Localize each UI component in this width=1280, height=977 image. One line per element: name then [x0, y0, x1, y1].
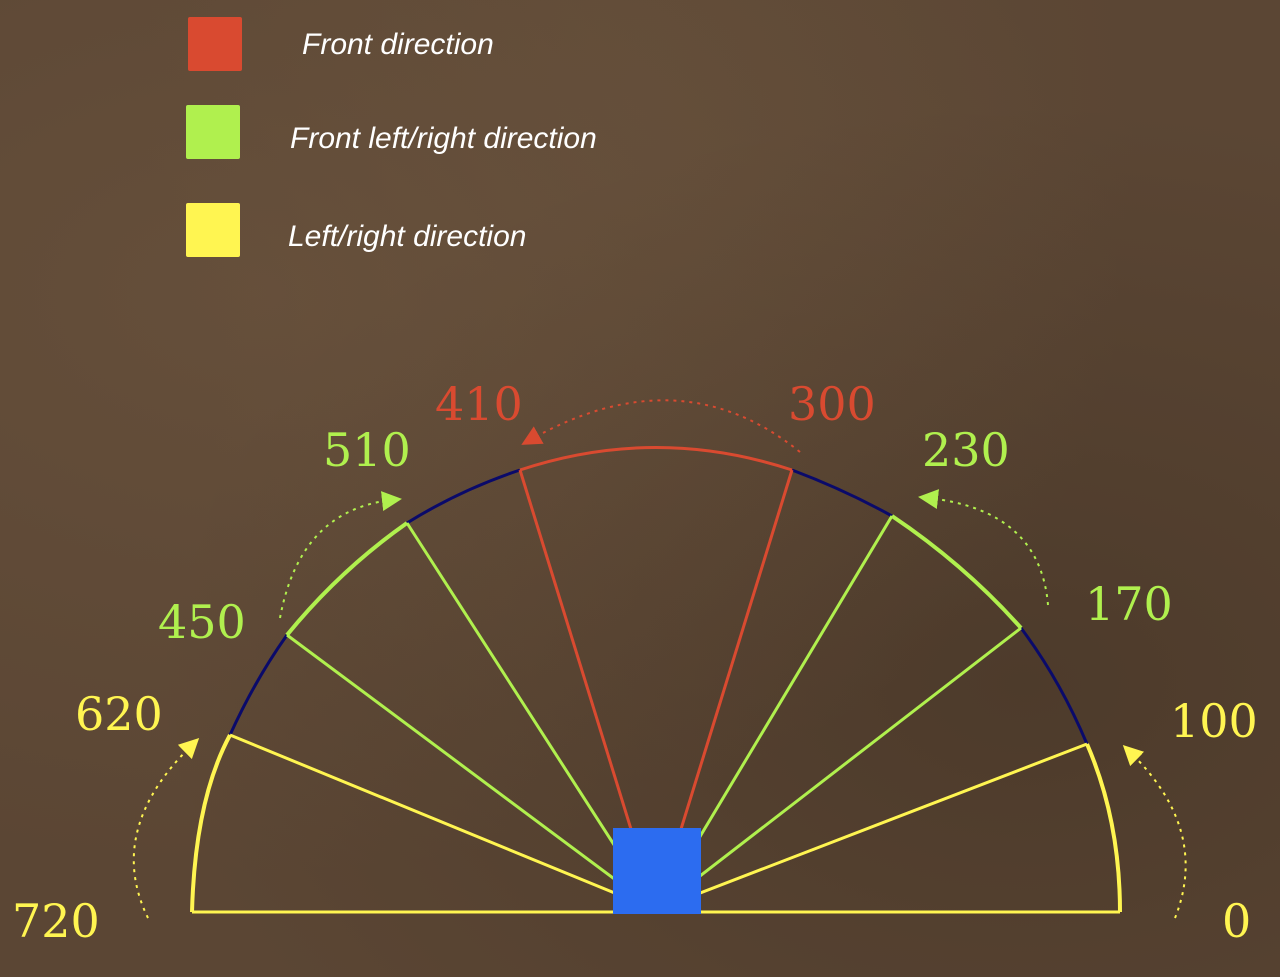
legend-label-side: Left/right direction [288, 220, 527, 253]
tick-label-230: 230 [922, 423, 1010, 477]
arc-front [519, 446, 793, 472]
legend-swatch-front-side [186, 105, 240, 159]
arrow-green-left [279, 491, 402, 619]
arc-front-side-left [285, 521, 409, 637]
tick-label-620: 620 [75, 687, 163, 741]
arc-front-side-right [890, 514, 1023, 630]
arc-gap-right-lower [1019, 627, 1089, 745]
tick-label-100: 100 [1170, 694, 1258, 748]
robot-square [613, 828, 701, 914]
legend-swatch-side [186, 203, 240, 257]
arrow-front [521, 399, 801, 453]
ray-side-left [229, 733, 657, 912]
tick-label-410: 410 [435, 377, 523, 431]
ray-front-side-right-lower [655, 626, 1022, 912]
tick-label-170: 170 [1085, 577, 1173, 631]
legend-label-front-side: Front left/right direction [290, 122, 597, 155]
arc-gap-right-upper [791, 468, 893, 518]
arrow-yellow-left [132, 738, 200, 919]
legend-label-front: Front direction [302, 28, 494, 61]
tick-label-450: 450 [158, 595, 246, 649]
arc-side-right [1085, 743, 1122, 913]
tick-label-510: 510 [323, 423, 411, 477]
tick-label-720: 720 [12, 894, 100, 948]
ray-front-side-left-lower [286, 633, 657, 912]
tick-label-0: 0 [1222, 894, 1251, 948]
arc-gap-left-upper [406, 468, 521, 525]
arc-side-left [190, 734, 232, 913]
ray-side-right [655, 742, 1088, 912]
tick-label-300: 300 [788, 377, 876, 431]
arc-gap-left-lower [228, 634, 289, 736]
legend-swatch-front [188, 17, 242, 71]
arrow-yellow-right [1122, 745, 1187, 919]
arrow-green-right [918, 489, 1049, 606]
